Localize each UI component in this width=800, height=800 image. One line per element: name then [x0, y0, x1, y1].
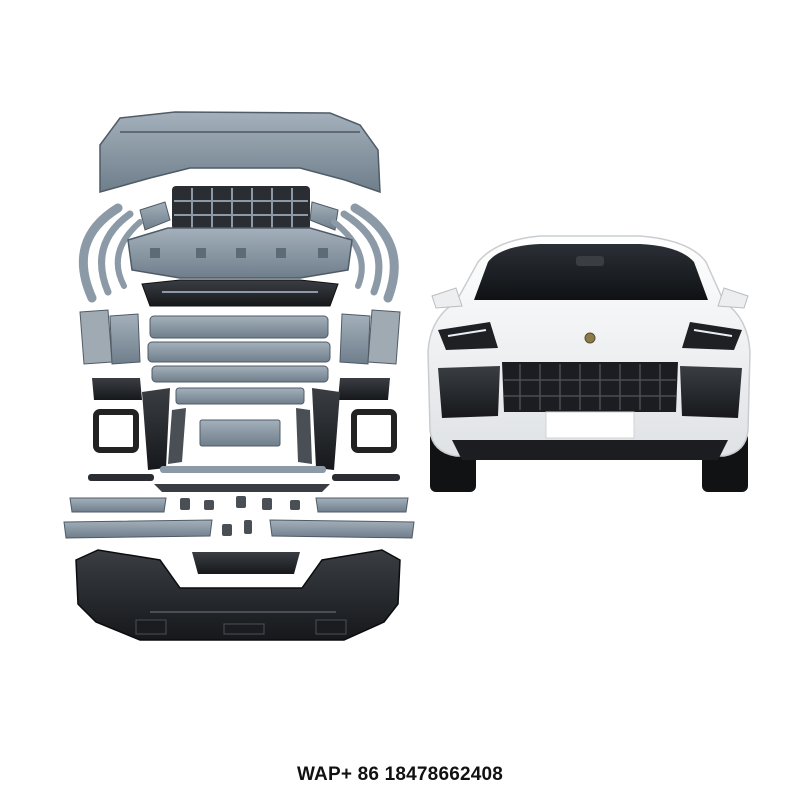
fender-flares-right	[331, 203, 399, 303]
left-vent-surround	[92, 378, 142, 400]
lower-trim-strip-right	[332, 474, 400, 481]
rear-diffuser-insert	[192, 552, 300, 574]
front-bumper-upper-part	[99, 111, 381, 194]
side-skirt-lower-left	[63, 519, 213, 539]
rear-bumper-part	[75, 549, 401, 641]
lower-center-strip	[175, 387, 305, 405]
rearview-mirror	[576, 256, 604, 266]
front-intake-left	[438, 366, 500, 418]
windshield	[474, 244, 708, 300]
front-lower-splitter	[452, 440, 728, 460]
upper-bracket-left	[139, 201, 171, 231]
left-vertical-trim-a	[142, 388, 170, 470]
center-strip-3	[151, 365, 329, 383]
front-intake-right	[680, 366, 742, 418]
right-side-mirror	[717, 287, 749, 309]
left-side-mirror	[431, 287, 463, 309]
right-inner-intake-bracket	[339, 313, 371, 365]
license-plate-holder	[199, 419, 281, 447]
left-vertical-trim-b	[168, 408, 186, 464]
hood-crest-icon	[584, 332, 596, 344]
body-kit-parts	[63, 111, 415, 641]
right-vertical-trim-a	[312, 388, 340, 470]
left-inner-intake-bracket	[109, 313, 141, 365]
left-side-intake-bracket	[79, 309, 113, 365]
fender-flares-left	[78, 203, 143, 303]
side-skirt-upper-right	[315, 497, 409, 513]
side-skirt-upper	[69, 497, 167, 513]
right-headlight	[682, 322, 742, 350]
right-side-intake-bracket	[367, 309, 401, 365]
lower-trim-strip-center	[160, 466, 326, 473]
left-headlight	[438, 322, 498, 350]
lower-trim-strip-left	[88, 474, 154, 481]
right-fog-frame	[351, 409, 397, 453]
center-strip-2	[147, 341, 331, 363]
side-skirt-lower-right	[269, 519, 415, 539]
front-grille-mesh-part	[172, 186, 310, 230]
left-fog-frame	[93, 409, 139, 453]
front-grille	[502, 362, 678, 412]
center-strip-1	[149, 315, 329, 339]
small-mounting-clips	[180, 496, 300, 536]
contact-phone-text: WAP+ 86 18478662408	[296, 764, 504, 785]
right-vertical-trim-b	[296, 408, 312, 464]
license-plate	[545, 411, 635, 439]
lower-lip-blade	[154, 484, 330, 492]
right-vent-surround	[338, 378, 390, 400]
upper-bracket-right	[309, 201, 339, 231]
car-front-view	[427, 235, 751, 492]
